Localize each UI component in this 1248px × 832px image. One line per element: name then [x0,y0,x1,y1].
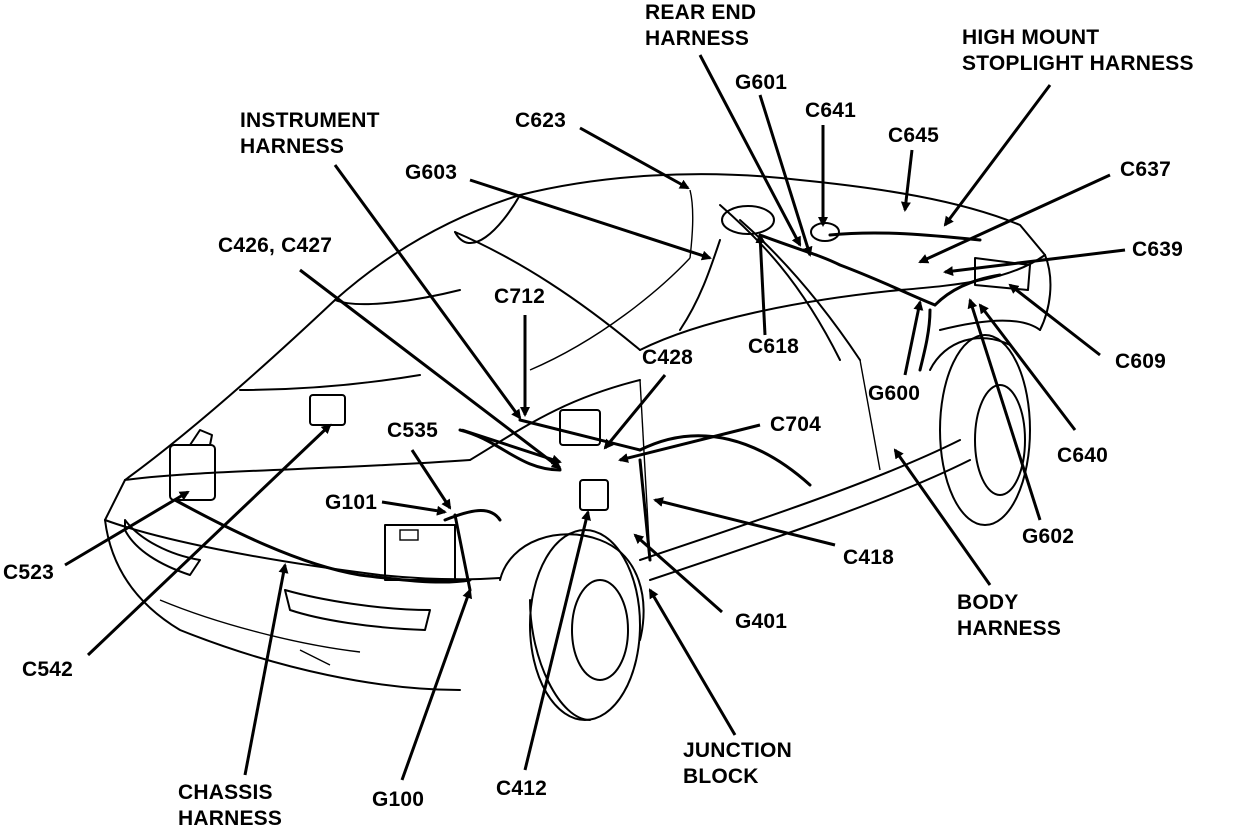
label-c641: C641 [805,99,857,122]
label-g600: G600 [868,382,921,405]
label-c412: C412 [496,777,548,800]
label-g602: G602 [1022,525,1075,548]
label-c623: C623 [515,109,567,132]
label-c609: C609 [1115,350,1167,373]
label-instrument-harness: INSTRUMENT HARNESS [240,109,380,158]
harnesses [173,189,1002,592]
label-c704: C704 [770,413,822,436]
label-c426-c427: C426, C427 [218,234,333,257]
label-c523: C523 [3,561,55,584]
label-junction-block: JUNCTION BLOCK [683,739,792,788]
label-chassis-harness: CHASSIS HARNESS [178,781,283,830]
label-c640: C640 [1057,444,1109,467]
label-c535: C535 [387,419,439,442]
label-g603: G603 [405,161,458,184]
label-c542: C542 [22,658,74,681]
leader-lines [64,54,1126,781]
label-c418: C418 [843,546,895,569]
label-rear-end-harness: REAR END HARNESS [645,1,757,50]
label-g601: G601 [735,71,788,94]
label-c637: C637 [1120,158,1172,181]
label-body-harness: BODY HARNESS [957,591,1062,640]
label-high-mount-stoplight-harness: HIGH MOUNT STOPLIGHT HARNESS [962,26,1194,75]
label-c428: C428 [642,346,694,369]
label-g401: G401 [735,610,788,633]
label-g101: G101 [325,491,378,514]
label-c712: C712 [494,285,546,308]
label-c645: C645 [888,124,940,147]
label-c618: C618 [748,335,800,358]
label-c639: C639 [1132,238,1184,261]
label-g100: G100 [372,788,425,811]
